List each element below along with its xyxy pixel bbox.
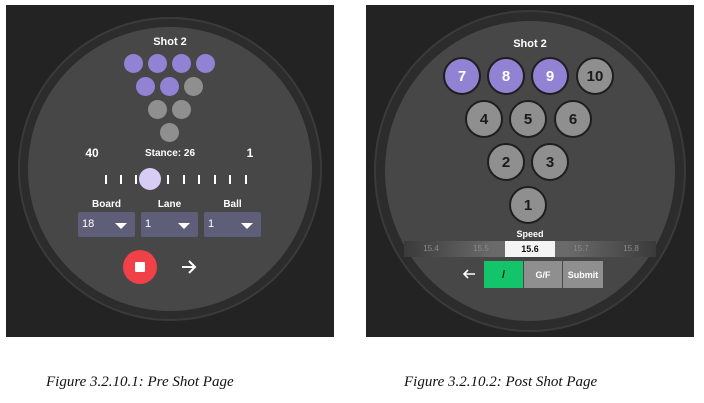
ball-dropdown[interactable]: 1 — [204, 212, 261, 237]
speed-option[interactable]: 15.7 — [573, 244, 589, 253]
slider-tick — [229, 175, 231, 184]
watch-face — [28, 27, 312, 311]
slider-tick — [105, 175, 107, 184]
back-button[interactable] — [458, 262, 480, 286]
slider-tick — [120, 175, 122, 184]
lane-dropdown[interactable]: 1 — [141, 212, 198, 237]
slider-thumb[interactable] — [139, 168, 161, 190]
post-shot-screen: Shot 2 7 8 9 10 4 5 6 2 3 1 Speed 15.4 1… — [366, 5, 694, 337]
chevron-down-icon — [178, 223, 190, 229]
pin-7[interactable]: 7 — [443, 57, 481, 95]
arrow-right-icon — [182, 260, 197, 274]
shot-title: Shot 2 — [153, 36, 187, 48]
left-value: 40 — [85, 146, 99, 160]
board-dropdown[interactable]: 18 — [78, 212, 135, 237]
lane-label: Lane — [157, 199, 182, 210]
board-value: 18 — [82, 218, 95, 230]
arrow-left-icon — [462, 269, 475, 279]
submit-button[interactable]: Submit — [563, 261, 603, 288]
pin-10[interactable]: 10 — [576, 57, 614, 95]
pin-8[interactable] — [148, 54, 167, 73]
speed-label: Speed — [516, 229, 544, 239]
right-value: 1 — [246, 146, 254, 160]
pin-5[interactable] — [160, 77, 179, 96]
pin-5[interactable]: 5 — [509, 100, 547, 138]
pin-6[interactable] — [184, 77, 203, 96]
pin-4[interactable]: 4 — [465, 100, 503, 138]
slider-tick — [245, 175, 247, 184]
ball-value: 1 — [208, 218, 215, 230]
pin-9[interactable] — [172, 54, 191, 73]
pin-2[interactable]: 2 — [487, 143, 525, 181]
speed-option[interactable]: 15.4 — [423, 244, 439, 253]
slider-tick — [198, 175, 200, 184]
speed-option-selected[interactable]: 15.6 — [505, 241, 555, 257]
pre-shot-screen: Shot 2 40 Stance: 26 1 Board Lane Ball 1… — [6, 5, 334, 337]
spare-button[interactable]: / — [484, 261, 523, 288]
slider-tick — [135, 175, 137, 184]
board-label: Board — [92, 199, 121, 210]
figure-caption-pre-shot: Figure 3.2.10.1: Pre Shot Page — [46, 374, 234, 390]
pin-7[interactable] — [124, 54, 143, 73]
ball-label: Ball — [223, 199, 242, 210]
pin-1[interactable]: 1 — [509, 186, 547, 224]
chevron-down-icon — [115, 223, 127, 229]
lane-value: 1 — [145, 218, 152, 230]
slider-tick — [167, 175, 169, 184]
pin-3[interactable]: 3 — [531, 143, 569, 181]
speed-option[interactable]: 15.8 — [623, 244, 639, 253]
pin-8[interactable]: 8 — [487, 57, 525, 95]
pin-4[interactable] — [136, 77, 155, 96]
pin-9[interactable]: 9 — [531, 57, 569, 95]
speed-picker[interactable]: 15.4 15.5 15.6 15.7 15.8 — [404, 241, 656, 257]
slider-tick — [183, 175, 185, 184]
stance-label: Stance: 26 — [144, 148, 196, 159]
next-button[interactable] — [177, 255, 201, 279]
gutter-foul-button[interactable]: G/F — [524, 261, 562, 288]
pin-3[interactable] — [172, 100, 191, 119]
chevron-down-icon — [241, 223, 253, 229]
slider-tick — [214, 175, 216, 184]
figure-caption-post-shot: Figure 3.2.10.2: Post Shot Page — [404, 374, 598, 390]
stop-button[interactable] — [123, 250, 157, 284]
pin-10[interactable] — [196, 54, 215, 73]
pin-1[interactable] — [160, 123, 179, 142]
stop-icon — [135, 262, 145, 272]
pin-6[interactable]: 6 — [554, 100, 592, 138]
shot-title: Shot 2 — [513, 38, 547, 50]
speed-option[interactable]: 15.5 — [473, 244, 489, 253]
pin-2[interactable] — [148, 100, 167, 119]
